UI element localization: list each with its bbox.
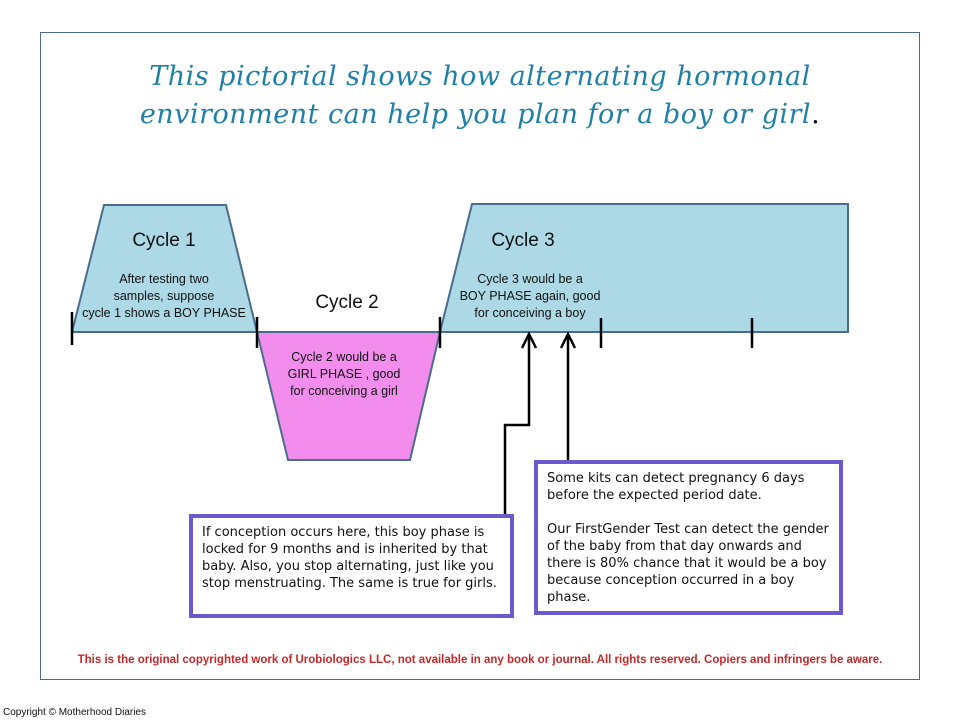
conception-note-text: If conception occurs here, this boy phas… <box>202 525 497 591</box>
conception-note-box: If conception occurs here, this boy phas… <box>189 514 514 618</box>
conception-arrow-line <box>503 336 531 516</box>
cycle-tick-marks <box>70 312 754 348</box>
title-line-1: This pictorial shows how alternating hor… <box>149 61 811 92</box>
conception-arrow-head <box>520 331 538 349</box>
cycle-1-line: After testing two <box>119 272 209 286</box>
cycle-3-label: Cycle 3 <box>491 230 555 251</box>
kits-note-paragraph-2: Our FirstGender Test can detect the gend… <box>547 522 829 605</box>
cycle-3-line: Cycle 3 would be a <box>477 272 583 286</box>
kits-note-box: Some kits can detect pregnancy 6 days be… <box>534 460 843 615</box>
cycle-3-description: Cycle 3 would be a BOY PHASE again, good… <box>448 271 612 322</box>
cycle-3-line: for conceiving a boy <box>474 306 586 320</box>
cycle-2-description: Cycle 2 would be a GIRL PHASE , good for… <box>264 349 424 400</box>
cycle-1-line: samples, suppose <box>113 289 215 303</box>
cycle-2-line: Cycle 2 would be a <box>291 350 397 364</box>
page-title: This pictorial shows how alternating hor… <box>60 58 900 134</box>
footer-copyright: Copyright © Motherhood Diaries <box>3 707 146 718</box>
cycle-1-label: Cycle 1 <box>132 230 196 251</box>
cycle-1-line: cycle 1 shows a BOY PHASE <box>82 306 246 320</box>
kits-note-paragraph-1: Some kits can detect pregnancy 6 days be… <box>547 471 805 503</box>
kits-arrow-head <box>559 331 577 349</box>
cycle-3-line: BOY PHASE again, good <box>459 289 601 303</box>
cycle-2-line: for conceiving a girl <box>290 384 398 398</box>
cycle-1-description: After testing two samples, suppose cycle… <box>74 271 254 322</box>
title-period: . <box>811 99 821 130</box>
copyright-notice: This is the original copyrighted work of… <box>77 654 883 666</box>
cycle-2-label: Cycle 2 <box>315 292 379 313</box>
title-line-2: environment can help you plan for a boy … <box>139 99 812 130</box>
cycle-2-line: GIRL PHASE , good <box>287 367 401 381</box>
